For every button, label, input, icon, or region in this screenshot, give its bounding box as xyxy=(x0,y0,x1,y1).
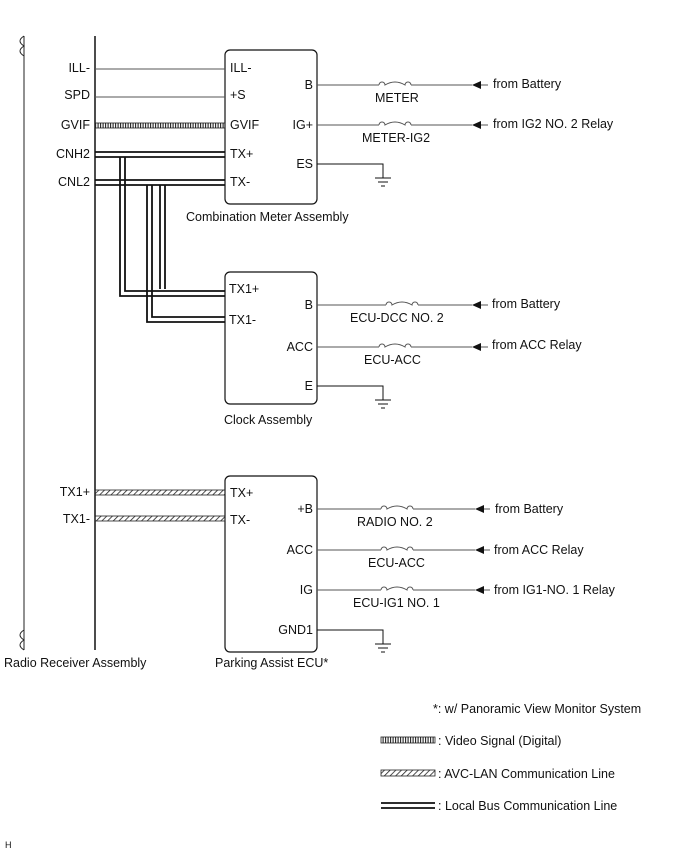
local-bus-lines xyxy=(95,151,225,323)
pin-spd-label: SPD xyxy=(64,88,90,102)
combination-meter-assembly: ILL- +S GVIF TX+ TX- B IG+ ES Combinatio… xyxy=(186,49,349,224)
clock-title: Clock Assembly xyxy=(224,413,313,427)
pa-acc-circuit: ECU-ACC from ACC Relay xyxy=(317,543,584,570)
meter-b-circuit: METER from Battery xyxy=(317,77,562,105)
fuse-icon xyxy=(385,301,419,306)
ground-icon xyxy=(375,177,391,187)
meter-pin-ill: ILL- xyxy=(230,61,252,75)
legend-note: *: w/ Panoramic View Monitor System xyxy=(433,702,641,716)
fuse-ecu-dcc-label: ECU-DCC NO. 2 xyxy=(350,311,444,325)
pin-tx1p-label: TX1+ xyxy=(60,485,90,499)
pa-pin-acc: ACC xyxy=(287,543,313,557)
radio-receiver-outline xyxy=(19,35,25,651)
clock-b-circuit: ECU-DCC NO. 2 from Battery xyxy=(317,297,561,325)
ground-icon xyxy=(375,643,391,653)
legend-avc-swatch xyxy=(380,769,436,777)
meter-ig-circuit: METER-IG2 from IG2 NO. 2 Relay xyxy=(317,117,614,145)
clock-e-ground xyxy=(317,385,391,409)
corner-label: H xyxy=(5,840,12,850)
pa-ig-circuit: ECU-IG1 NO. 1 from IG1-NO. 1 Relay xyxy=(317,583,616,610)
fuse-icon xyxy=(378,81,412,86)
source-clock-battery: from Battery xyxy=(492,297,561,311)
clock-pin-b: B xyxy=(305,298,313,312)
arrow-left-icon xyxy=(475,586,484,594)
avc-lan-tx1m-line xyxy=(94,515,226,522)
clock-acc-circuit: ECU-ACC from ACC Relay xyxy=(317,338,582,367)
fuse-ecu-ig1-label: ECU-IG1 NO. 1 xyxy=(353,596,440,610)
parking-assist-title: Parking Assist ECU* xyxy=(215,656,328,670)
fuse-meter-label: METER xyxy=(375,91,419,105)
fuse-ecu-acc-label: ECU-ACC xyxy=(364,353,421,367)
legend: *: w/ Panoramic View Monitor System : Vi… xyxy=(380,702,641,813)
avc-lan-tx1p-line xyxy=(94,489,226,496)
clock-assembly: TX1+ TX1- B ACC E Clock Assembly xyxy=(224,271,318,427)
pin-tx1m-label: TX1- xyxy=(63,512,90,526)
pa-pin-b: +B xyxy=(297,502,313,516)
meter-pin-txp: TX+ xyxy=(230,147,253,161)
meter-es-ground xyxy=(317,163,391,187)
source-pa-battery: from Battery xyxy=(495,502,564,516)
fuse-icon xyxy=(378,343,412,348)
legend-local-label: : Local Bus Communication Line xyxy=(438,799,617,813)
meter-pin-ig: IG+ xyxy=(293,118,314,132)
source-ig2-relay: from IG2 NO. 2 Relay xyxy=(493,117,614,131)
legend-video-swatch xyxy=(380,736,436,744)
source-meter-b: from Battery xyxy=(493,77,562,91)
meter-pin-gvif: GVIF xyxy=(230,118,260,132)
pa-pin-txp: TX+ xyxy=(230,486,253,500)
pin-cnl2-label: CNL2 xyxy=(58,175,90,189)
legend-video-label: : Video Signal (Digital) xyxy=(438,734,561,748)
source-pa-acc-relay: from ACC Relay xyxy=(494,543,584,557)
meter-pin-s: +S xyxy=(230,88,246,102)
arrow-left-icon xyxy=(472,301,481,309)
arrow-left-icon xyxy=(475,505,484,513)
pin-ill-label: ILL- xyxy=(68,61,90,75)
pa-pin-gnd1: GND1 xyxy=(278,623,313,637)
source-ig1-relay: from IG1-NO. 1 Relay xyxy=(494,583,616,597)
pa-pin-ig: IG xyxy=(300,583,313,597)
pa-pin-txm: TX- xyxy=(230,513,250,527)
gvif-video-line xyxy=(94,122,226,129)
parking-assist-ecu: TX+ TX- +B ACC IG GND1 Parking Assist EC… xyxy=(215,475,328,670)
clock-pin-e: E xyxy=(305,379,313,393)
combination-meter-title: Combination Meter Assembly xyxy=(186,210,349,224)
fuse-icon xyxy=(380,546,414,551)
radio-receiver-title: Radio Receiver Assembly xyxy=(4,656,147,670)
pin-cnh2-label: CNH2 xyxy=(56,147,90,161)
signal-lines xyxy=(94,68,226,522)
arrow-left-icon xyxy=(472,81,481,89)
fuse-icon xyxy=(378,121,412,126)
pa-gnd1-ground xyxy=(317,629,391,653)
source-clock-acc-relay: from ACC Relay xyxy=(492,338,582,352)
clock-pin-acc: ACC xyxy=(287,340,313,354)
pin-gvif-label: GVIF xyxy=(61,118,91,132)
fuse-icon xyxy=(380,505,414,510)
clock-pin-tx1p: TX1+ xyxy=(229,282,259,296)
meter-pin-es: ES xyxy=(296,157,313,171)
arrow-left-icon xyxy=(475,546,484,554)
arrow-left-icon xyxy=(472,343,481,351)
power-lines: METER from Battery METER-IG2 from IG2 NO… xyxy=(317,77,616,653)
pa-b-circuit: RADIO NO. 2 from Battery xyxy=(317,502,564,529)
meter-pin-b: B xyxy=(305,78,313,92)
radio-receiver-assembly: ILL- SPD GVIF CNH2 CNL2 TX1+ TX1- Radio … xyxy=(4,35,147,670)
meter-pin-txm: TX- xyxy=(230,175,250,189)
fuse-meter-ig2-label: METER-IG2 xyxy=(362,131,430,145)
ground-icon xyxy=(375,399,391,409)
fuse-pa-ecu-acc-label: ECU-ACC xyxy=(368,556,425,570)
legend-avc-label: : AVC-LAN Communication Line xyxy=(438,767,615,781)
fuse-radio-no2-label: RADIO NO. 2 xyxy=(357,515,433,529)
legend-local-swatch xyxy=(381,802,435,809)
arrow-left-icon xyxy=(472,121,481,129)
parking-assist-box xyxy=(224,475,318,653)
clock-pin-tx1m: TX1- xyxy=(229,313,256,327)
fuse-icon xyxy=(380,586,414,591)
clock-box xyxy=(224,271,318,405)
